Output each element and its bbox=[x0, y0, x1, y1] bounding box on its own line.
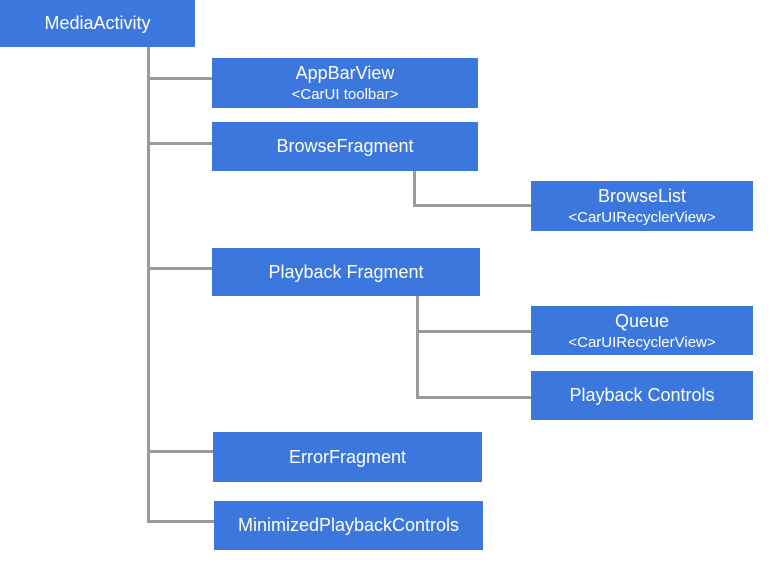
connector-branch-playbackfragment bbox=[147, 267, 212, 270]
node-label: MediaActivity bbox=[44, 13, 151, 33]
node-app-bar-view: AppBarView <CarUI toolbar> bbox=[212, 58, 478, 108]
connector-branch-playbackcontrols bbox=[416, 396, 531, 399]
node-sublabel: <CarUIRecyclerView> bbox=[568, 333, 716, 351]
connector-branch-minimizedcontrols bbox=[147, 520, 214, 523]
node-label: Playback Controls bbox=[569, 385, 715, 405]
connector-branch-errorfragment bbox=[147, 450, 213, 453]
node-queue: Queue <CarUIRecyclerView> bbox=[531, 306, 753, 355]
connector-trunk bbox=[147, 47, 150, 523]
node-label: Playback Fragment bbox=[268, 261, 424, 282]
node-label: Queue bbox=[614, 310, 670, 331]
connector-branch-browselist bbox=[413, 204, 531, 207]
node-sublabel: <CarUIRecyclerView> bbox=[568, 209, 716, 226]
node-label: MinimizedPlaybackControls bbox=[237, 515, 460, 535]
node-browse-fragment: BrowseFragment bbox=[212, 122, 478, 171]
node-label: BrowseList bbox=[597, 186, 687, 206]
node-label: BrowseFragment bbox=[276, 136, 414, 156]
node-media-activity: MediaActivity bbox=[0, 0, 195, 47]
node-error-fragment: ErrorFragment bbox=[213, 432, 482, 482]
node-label: ErrorFragment bbox=[288, 446, 407, 467]
connector-branch-queue bbox=[416, 330, 531, 333]
node-playback-controls: Playback Controls bbox=[531, 371, 753, 420]
node-browse-list: BrowseList <CarUIRecyclerView> bbox=[531, 181, 753, 231]
connector-browsefragment-trunk bbox=[413, 171, 416, 207]
node-label: AppBarView bbox=[295, 63, 395, 83]
connector-playbackfragment-trunk bbox=[416, 296, 419, 399]
connector-branch-browsefragment bbox=[147, 142, 212, 145]
node-playback-fragment: Playback Fragment bbox=[212, 248, 480, 296]
node-sublabel: <CarUI toolbar> bbox=[291, 86, 399, 103]
connector-branch-appbarview bbox=[147, 77, 212, 80]
node-minimized-playback-controls: MinimizedPlaybackControls bbox=[214, 501, 483, 550]
